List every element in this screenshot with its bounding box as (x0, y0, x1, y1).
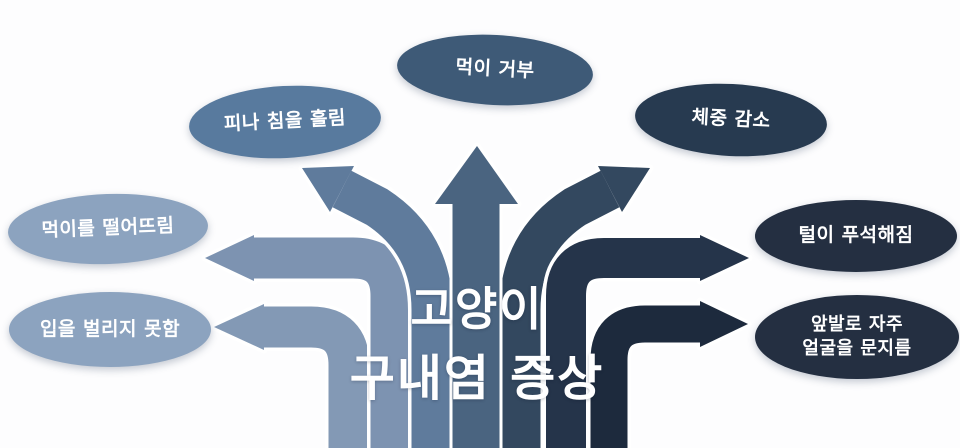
bubble-dull-fur: 털이 푸석해짐 (755, 200, 957, 272)
arrow-diagonal-right (496, 162, 654, 448)
bubble-cannot-open-mouth-label: 입을 벌리지 못함 (39, 317, 181, 340)
bubble-weight-loss-label: 체중 감소 (690, 106, 772, 133)
diagram-title-line1: 고양이 (410, 282, 544, 336)
diagram-title: 고양이 구내염 증상 (277, 286, 677, 403)
arrow-center-up (431, 142, 522, 448)
bubble-rubs-face: 앞발로 자주 얼굴을 문지름 (755, 295, 959, 379)
bubble-blood-drool-label: 피나 침을 흘림 (223, 106, 347, 136)
bubble-rubs-face-label-line1: 앞발로 자주 (810, 313, 904, 335)
bubble-drops-food-label: 먹이를 떨어뜨림 (41, 214, 175, 242)
bubble-rubs-face-label-line2: 얼굴을 문지름 (802, 338, 912, 359)
diagram-title-line2: 구내염 증상 (349, 350, 605, 407)
bubble-food-refusal-label: 먹이 거부 (454, 56, 536, 83)
bubble-dull-fur-label: 털이 푸석해짐 (798, 224, 914, 247)
bubble-cannot-open-mouth: 입을 벌리지 못함 (9, 292, 211, 367)
arrow-upper-right (542, 231, 753, 448)
arrow-lower-right (587, 297, 752, 448)
arrow-diagonal-left (298, 162, 456, 448)
arrow-lower-left (210, 300, 373, 448)
arrow-upper-left (201, 231, 415, 448)
